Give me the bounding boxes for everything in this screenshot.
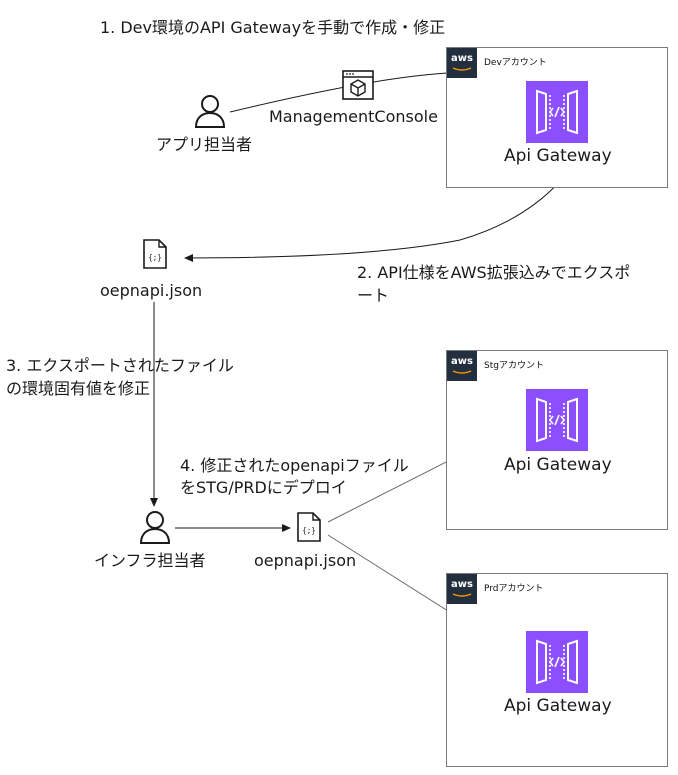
aws-logo-icon: aws <box>447 574 477 604</box>
aws-logo-icon: aws <box>447 48 477 78</box>
step3-label-line1: 3. エクスポートされたファイル <box>6 356 234 375</box>
service-label: Api Gateway <box>504 455 612 475</box>
aws-logo-icon: aws <box>447 351 477 381</box>
step2-label-line2: ート <box>357 286 390 305</box>
api-gateway-icon <box>526 81 588 143</box>
app-owner-label: アプリ担当者 <box>156 135 253 154</box>
account-name: Prdアカウント <box>484 584 544 594</box>
service-label: Api Gateway <box>504 146 612 166</box>
json-file-icon: {;} <box>143 239 167 269</box>
step4-label-line2: をSTG/PRDにデプロイ <box>180 478 347 497</box>
modified-json-label: oepnapi.json <box>254 551 357 570</box>
step1-label: 1. Dev環境のAPI Gatewayを手動で作成・修正 <box>100 18 446 37</box>
exported-json-label: oepnapi.json <box>100 281 203 300</box>
json-file-icon: {;} <box>297 512 321 542</box>
account-name: Stgアカウント <box>484 361 544 371</box>
management-console-label: ManagementConsole <box>269 107 438 126</box>
step4-label-line1: 4. 修正されたopenapiファイル <box>180 456 409 475</box>
json-file-glyph: {;} <box>148 253 162 262</box>
infra-owner-label: インフラ担当者 <box>94 551 206 570</box>
api-gateway-icon <box>526 389 588 451</box>
json-file-glyph: {;} <box>302 526 316 535</box>
user-icon <box>194 95 226 128</box>
api-gateway-icon <box>526 631 588 693</box>
account-name: Devアカウント <box>484 58 547 68</box>
management-console-icon <box>342 70 374 100</box>
user-icon <box>139 511 171 544</box>
step2-label-line1: 2. API仕様をAWS拡張込みでエクスポ <box>357 263 631 282</box>
step3-label-line2: の環境固有値を修正 <box>6 379 151 398</box>
service-label: Api Gateway <box>504 696 612 716</box>
